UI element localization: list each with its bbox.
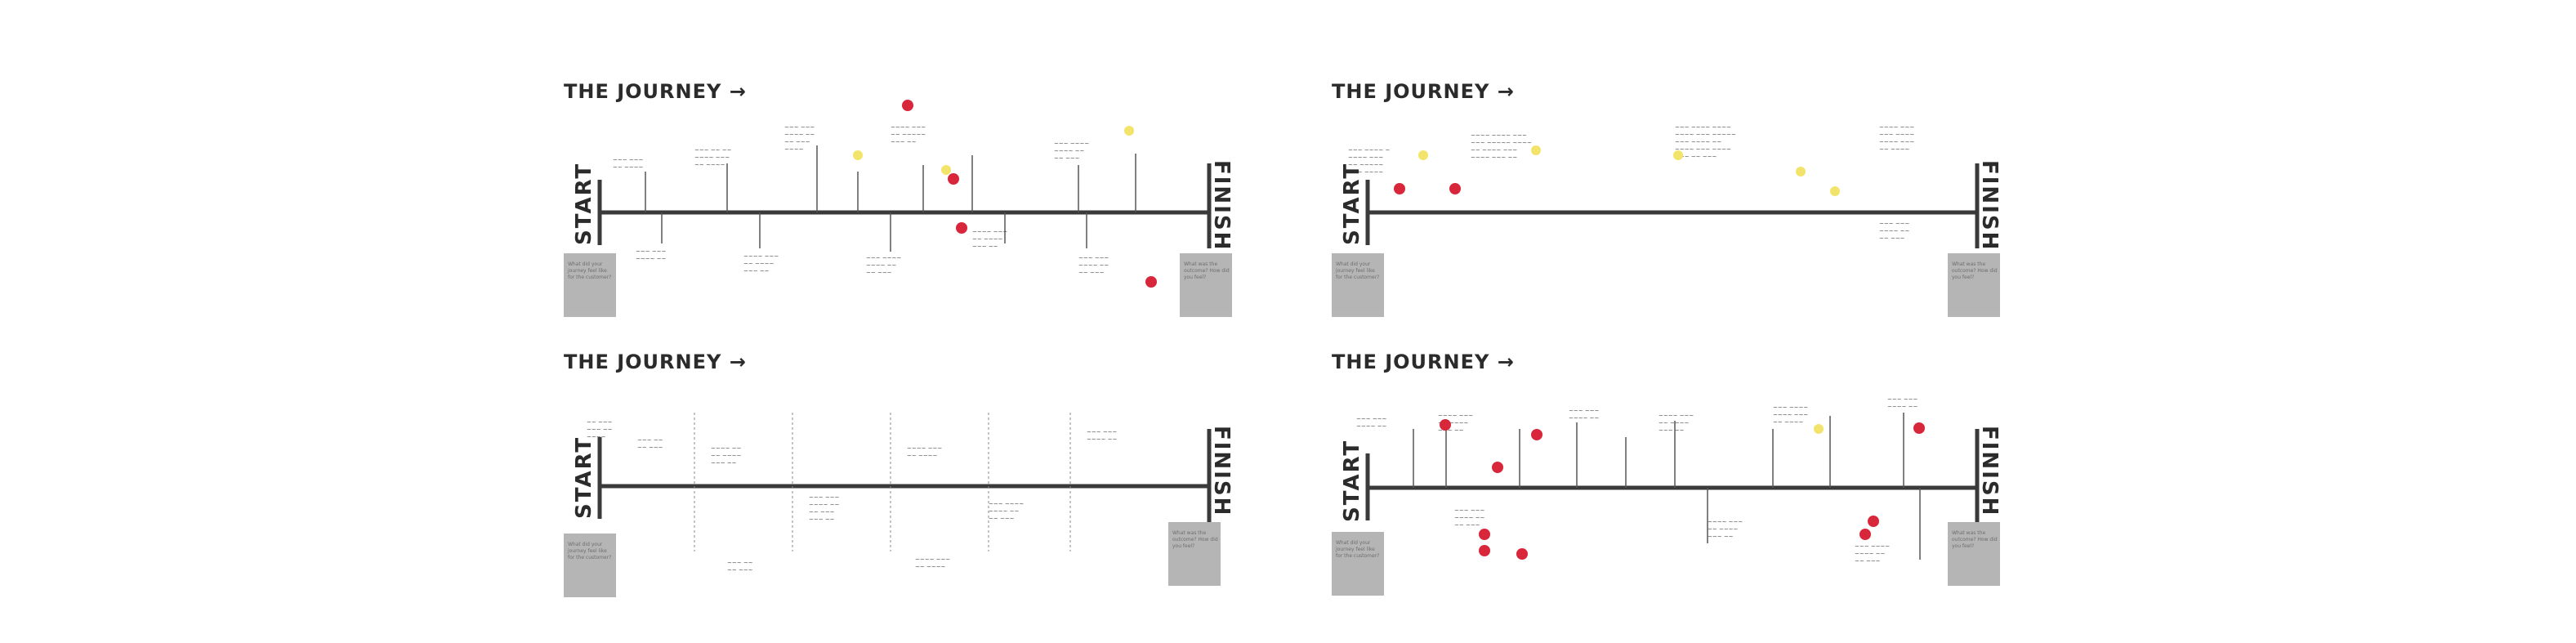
handwritten-note: ~~~ ~~~~~~~~ ~~~~ ~~~ [989,501,1025,522]
handwritten-note: ~~~~ ~~~~~ ~~~~ [907,445,943,459]
red-dot-marker [1449,183,1461,194]
handwritten-note: ~~~ ~~~~~~~~ ~~~~ ~~~ [866,255,902,276]
handwritten-note: ~~~ ~~~~~~~ ~~~~ ~~~ [1454,507,1485,529]
handwritten-note: ~~~~ ~~~~ ~~~~~~ ~~~~~ ~~~~~~ ~~~~ ~~~~~… [1471,132,1532,161]
handwritten-note: ~~~ ~~~~~~~ ~~~~ ~~~~~~~ [784,124,815,153]
handwritten-note: ~~~ ~~~~~~~ ~~ [1887,396,1918,410]
handwritten-note: ~~~~ ~~~~~ ~~~~~~~ ~~ [743,253,779,275]
handwritten-note: ~~~ ~~~~~~~ ~~ [1569,408,1600,422]
handwritten-note: ~~~~ ~~~~~ ~~~~~~~ ~~ [1708,519,1743,540]
handwritten-note: ~~~~ ~~~~~ ~~~~ [915,556,951,570]
red-dot-marker [956,222,967,234]
red-dot-marker [1913,422,1925,434]
handwritten-note: ~~~ ~~~~ ~~~~~ ~~~~~ ~~~~~~~~ ~~~~ [1348,147,1391,176]
start-feeling-box: What did your journey feel like for the … [564,253,616,317]
handwritten-note: ~~~ ~~~~~~~ ~~~~ ~~~ [1078,255,1109,276]
red-dot-marker [902,100,913,111]
yellow-dot-marker [941,165,951,175]
yellow-dot-marker [1531,145,1541,155]
yellow-dot-marker [853,150,863,160]
red-dot-marker [1492,462,1503,473]
handwritten-note: ~~~ ~~~~~~~ ~~ [1356,416,1387,430]
red-dot-marker [1440,419,1451,431]
finish-label: FINISH [1977,160,2002,252]
handwritten-note: ~~~ ~~~~ ~~~~~~~~ ~~~ ~~~~~~~~ ~~~~ ~~~~… [1675,124,1736,160]
finish-label: FINISH [1209,426,1234,517]
handwritten-note: ~~~ ~~~~~ ~~~~ [613,157,644,171]
timeline-line [1365,413,1980,560]
handwritten-note: ~~~ ~~~~ ~~~ [727,560,753,574]
handwritten-note: ~~~~ ~~~~~ ~~~~~~~ ~~ [1659,413,1694,434]
handwritten-note: ~~~~ ~~~~~ ~~~~~~~ ~~ [1438,413,1474,434]
handwritten-note: ~~~~ ~~~~~ ~~~~~~~~ ~~ [891,124,926,145]
start-feeling-box: What did your journey feel like for the … [564,534,616,597]
red-dot-marker [1394,183,1405,194]
handwritten-note: ~~~ ~~~~~~~ ~~ [636,248,667,262]
yellow-dot-marker [1796,167,1806,176]
red-dot-marker [1868,516,1879,527]
yellow-dot-marker [1830,186,1840,196]
journey-board-1: THE JOURNEY → START FINISH What did your… [564,75,1250,320]
start-label: START [1340,439,1364,522]
handwritten-note: ~~~ ~~~~~~~ ~~~~ ~~~~~~ ~~ [809,494,840,523]
red-dot-marker [1531,429,1542,440]
start-label: START [572,162,596,245]
journey-board-4: THE JOURNEY → START FINISH What did your… [1332,347,2018,609]
handwritten-note: ~~~ ~~~~~~~~ ~~~~ ~~~ [1855,543,1891,565]
finish-label: FINISH [1977,426,2002,517]
journey-board-3: THE JOURNEY → START FINISH What did your… [564,347,1250,609]
red-dot-marker [948,173,959,185]
finish-outcome-box: What was the outcome? How did you feel? [1180,253,1232,317]
start-label: START [572,435,596,519]
board-title: THE JOURNEY → [1332,351,1515,373]
handwritten-note: ~~ ~~~~~~ ~~~~~~ [587,419,613,440]
start-feeling-box: What did your journey feel like for the … [1332,253,1384,317]
finish-outcome-box: What was the outcome? How did you feel? [1948,253,2000,317]
board-title: THE JOURNEY → [1332,80,1515,103]
handwritten-note: ~~~ ~~~~~~~ ~~~~ ~~~ [1879,221,1910,242]
red-dot-marker [1479,529,1490,540]
finish-outcome-box: What was the outcome? How did you feel? [1948,522,2000,586]
timeline-line [597,413,1212,551]
finish-outcome-box: What was the outcome? How did you feel? [1168,522,1221,586]
handwritten-note: ~~~ ~~~~~~~ ~~ [1087,429,1118,443]
board-title: THE JOURNEY → [564,351,747,373]
handwritten-note: ~~~~ ~~~~~ ~~~~~~~ ~~ [972,229,1008,250]
start-feeling-box: What did your journey feel like for the … [1332,532,1384,596]
yellow-dot-marker [1124,126,1134,136]
finish-label: FINISH [1209,160,1234,252]
red-dot-marker [1479,545,1490,556]
red-dot-marker [1859,529,1871,540]
handwritten-note: ~~~ ~~~~~~~~ ~~~~ ~~~ [1054,141,1090,162]
handwritten-note: ~~~ ~~ ~~~~~~ ~~~~~ ~~~~ [694,147,732,168]
handwritten-note: ~~~ ~~~~ ~~~ [637,437,663,451]
handwritten-note: ~~~~ ~~~~ ~~~~~~~ ~~ [711,445,742,467]
timeline-line [1365,163,1980,248]
yellow-dot-marker [1418,150,1428,160]
red-dot-marker [1145,276,1157,288]
handwritten-note: ~~~~ ~~~~~~ ~~~~~~~~ ~~~~~ ~~~~ [1879,124,1915,153]
timeline-line [597,145,1212,252]
yellow-dot-marker [1814,424,1824,434]
journey-board-2: THE JOURNEY → START FINISH What did your… [1332,75,2018,320]
red-dot-marker [1516,548,1528,560]
yellow-dot-marker [1673,150,1683,160]
board-title: THE JOURNEY → [564,80,747,103]
handwritten-note: ~~~ ~~~~~~~~ ~~~~~ ~~~~ [1773,404,1809,426]
